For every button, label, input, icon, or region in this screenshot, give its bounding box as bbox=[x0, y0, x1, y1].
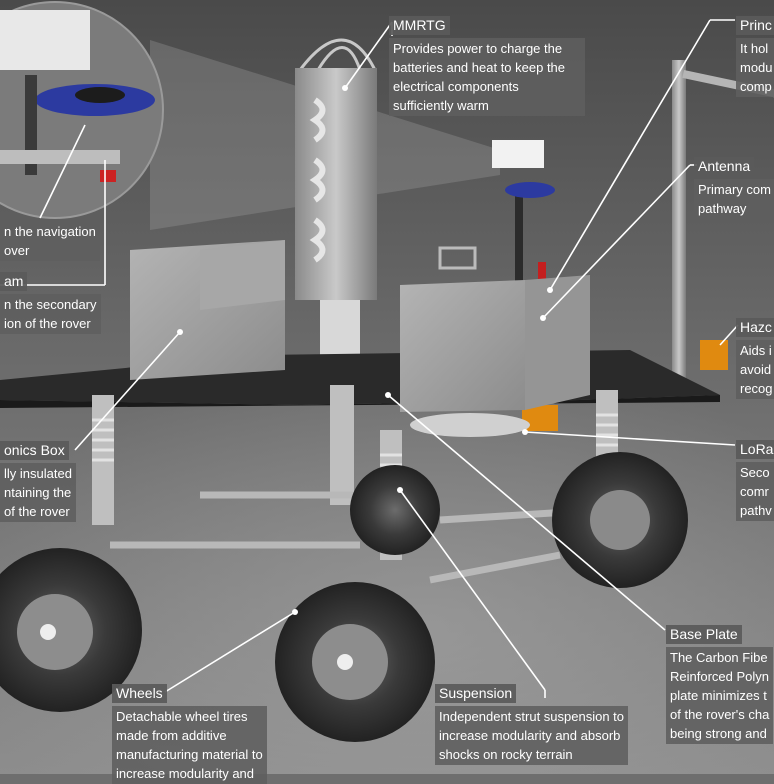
callout-description: lly insulated ntaining the of the rover bbox=[0, 463, 76, 522]
callout-description: Independent strut suspension to increase… bbox=[435, 706, 629, 765]
callout-title: onics Box bbox=[0, 441, 69, 460]
callout-antenna: Antenna Primary com pathway bbox=[694, 157, 774, 219]
callout-title: Princ bbox=[736, 16, 774, 35]
callout-description: Provides power to charge the batteries a… bbox=[389, 38, 585, 116]
callout-description: n the navigation over bbox=[0, 221, 100, 261]
callout-description: Aids i avoid recog bbox=[736, 340, 774, 399]
callout-wheels: Wheels Detachable wheel tires made from … bbox=[112, 684, 267, 784]
callout-description: The Carbon Fibe Reinforced Polyn plate m… bbox=[666, 647, 774, 744]
callout-description: Primary com pathway bbox=[694, 179, 774, 219]
callout-navigation: n the navigation over bbox=[0, 218, 100, 261]
callout-secondary-camera: am n the secondary ion of the rover bbox=[0, 272, 101, 334]
callout-lora: LoRa Seco comr pathv bbox=[736, 440, 774, 521]
callout-title: am bbox=[0, 272, 28, 291]
callout-title: LoRa bbox=[736, 440, 774, 459]
callout-base-plate: Base Plate The Carbon Fibe Reinforced Po… bbox=[666, 625, 774, 744]
callout-electronics-box: onics Box lly insulated ntaining the of … bbox=[0, 441, 76, 522]
callout-mmrtg: MMRTG Provides power to charge the batte… bbox=[389, 16, 585, 116]
callout-hazcam: Hazc Aids i avoid recog bbox=[736, 318, 774, 399]
callout-description: n the secondary ion of the rover bbox=[0, 294, 101, 334]
callout-title: MMRTG bbox=[389, 16, 450, 35]
callout-description: Detachable wheel tires made from additiv… bbox=[112, 706, 267, 784]
callout-principal: Princ It hol modu comp bbox=[736, 16, 774, 97]
callout-suspension: Suspension Independent strut suspension … bbox=[435, 684, 629, 765]
callout-description: Seco comr pathv bbox=[736, 462, 774, 521]
callout-title: Hazc bbox=[736, 318, 774, 337]
callout-description: It hol modu comp bbox=[736, 38, 774, 97]
callout-title: Wheels bbox=[112, 684, 167, 703]
callout-title: Suspension bbox=[435, 684, 517, 703]
callout-title: Base Plate bbox=[666, 625, 742, 644]
callout-title: Antenna bbox=[694, 157, 755, 176]
